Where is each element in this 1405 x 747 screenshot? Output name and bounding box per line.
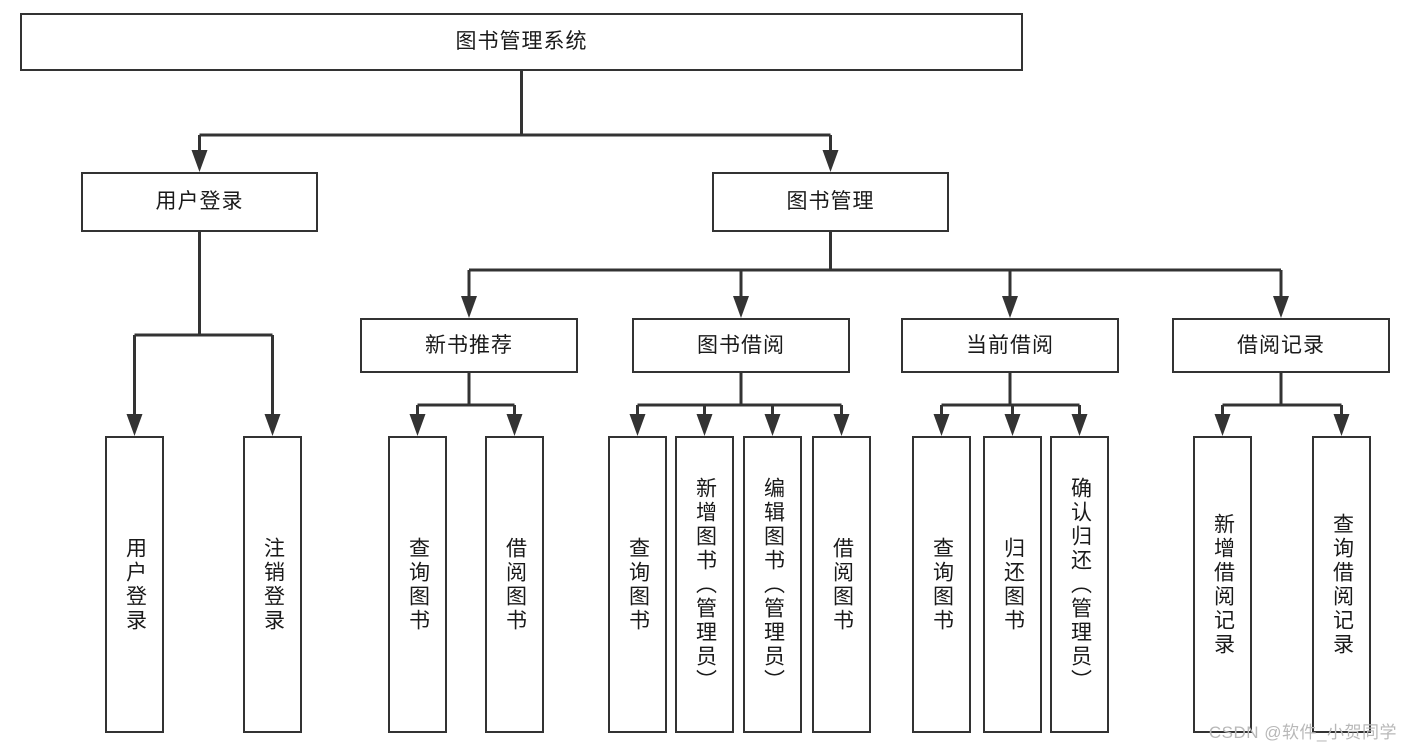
node-label: 当前借阅: [966, 333, 1054, 357]
node-leaf-add-book[interactable]: 新增图书（管理员）: [675, 436, 734, 733]
node-label: 用户登录: [123, 536, 147, 633]
node-label: 编辑图书（管理员）: [761, 476, 785, 693]
node-label: 借阅图书: [830, 536, 854, 633]
node-book-borrow[interactable]: 图书借阅: [632, 318, 850, 373]
node-label: 确认归还（管理员）: [1068, 476, 1092, 693]
node-borrow-record[interactable]: 借阅记录: [1172, 318, 1390, 373]
node-leaf-add-record[interactable]: 新增借阅记录: [1193, 436, 1252, 733]
node-label: 注销登录: [261, 536, 285, 633]
node-leaf-edit-book[interactable]: 编辑图书（管理员）: [743, 436, 802, 733]
node-label: 用户登录: [155, 190, 244, 214]
node-label: 新增借阅记录: [1211, 512, 1235, 657]
node-current-borrow[interactable]: 当前借阅: [901, 318, 1119, 373]
node-label: 借阅图书: [503, 536, 527, 633]
node-label: 归还图书: [1001, 536, 1025, 633]
node-leaf-query-book-2[interactable]: 查询图书: [608, 436, 667, 733]
node-leaf-return-book[interactable]: 归还图书: [983, 436, 1042, 733]
node-leaf-borrow-book-2[interactable]: 借阅图书: [812, 436, 871, 733]
node-label: 图书借阅: [697, 333, 785, 357]
node-root[interactable]: 图书管理系统: [20, 13, 1023, 71]
node-label: 查询借阅记录: [1330, 512, 1354, 657]
node-leaf-user-login[interactable]: 用户登录: [105, 436, 164, 733]
node-new-book-rec[interactable]: 新书推荐: [360, 318, 578, 373]
node-leaf-borrow-book-1[interactable]: 借阅图书: [485, 436, 544, 733]
node-label: 查询图书: [406, 536, 430, 633]
node-label: 查询图书: [930, 536, 954, 633]
node-leaf-query-book-3[interactable]: 查询图书: [912, 436, 971, 733]
node-label: 新增图书（管理员）: [693, 476, 717, 693]
node-label: 图书管理: [786, 190, 875, 214]
node-leaf-confirm-return[interactable]: 确认归还（管理员）: [1050, 436, 1109, 733]
node-book-manage[interactable]: 图书管理: [712, 172, 949, 232]
node-label: 新书推荐: [425, 333, 513, 357]
node-leaf-query-book-1[interactable]: 查询图书: [388, 436, 447, 733]
node-label: 图书管理系统: [455, 30, 588, 54]
node-label: 查询图书: [626, 536, 650, 633]
node-leaf-query-record[interactable]: 查询借阅记录: [1312, 436, 1371, 733]
node-user-login[interactable]: 用户登录: [81, 172, 318, 232]
watermark-text: CSDN @软件_小贺同学: [1208, 723, 1397, 742]
node-leaf-logout[interactable]: 注销登录: [243, 436, 302, 733]
node-label: 借阅记录: [1237, 333, 1325, 357]
